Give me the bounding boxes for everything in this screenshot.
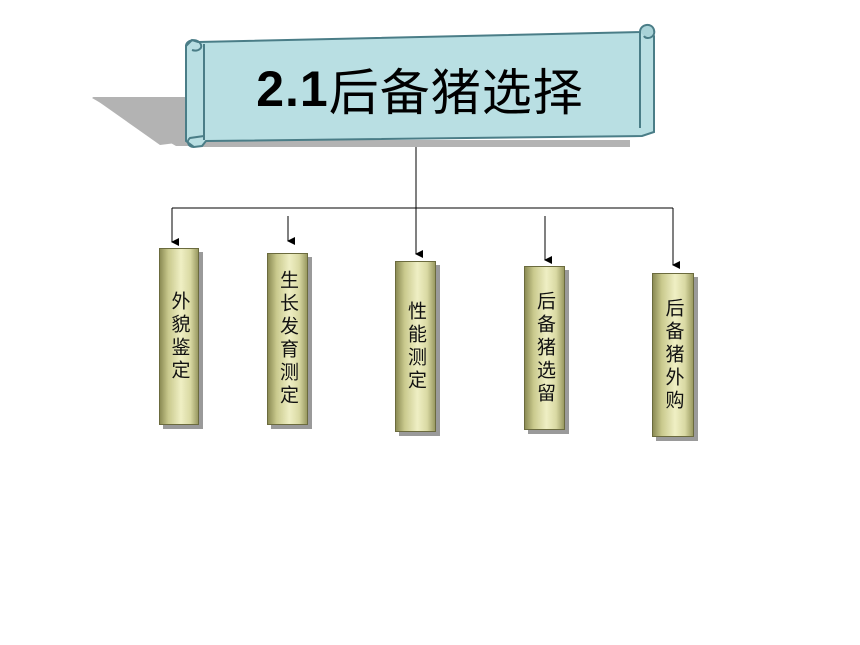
banner-shadow-left [92, 98, 190, 146]
pillar-appearance-appraisal: 外貌鉴定 [159, 248, 199, 425]
pillar-growth-measurement: 生长发育测定 [267, 253, 308, 425]
pillar-performance-test: 性能测定 [395, 261, 436, 432]
pillar-label: 生长发育测定 [277, 270, 299, 408]
title-banner [185, 24, 656, 149]
pillar-label: 后备猪外购 [662, 297, 685, 413]
title-label: 后备猪选择 [328, 64, 584, 122]
pillar-reserve-selection: 后备猪选留 [524, 266, 565, 430]
pillar-label: 后备猪选留 [534, 290, 556, 406]
pillar-label: 性能测定 [405, 300, 427, 393]
pillar-reserve-purchase: 后备猪外购 [652, 273, 694, 437]
title-number: 2.1 [256, 61, 329, 117]
connector-lines [171, 147, 680, 269]
pillar-label: 外貌鉴定 [168, 290, 191, 383]
